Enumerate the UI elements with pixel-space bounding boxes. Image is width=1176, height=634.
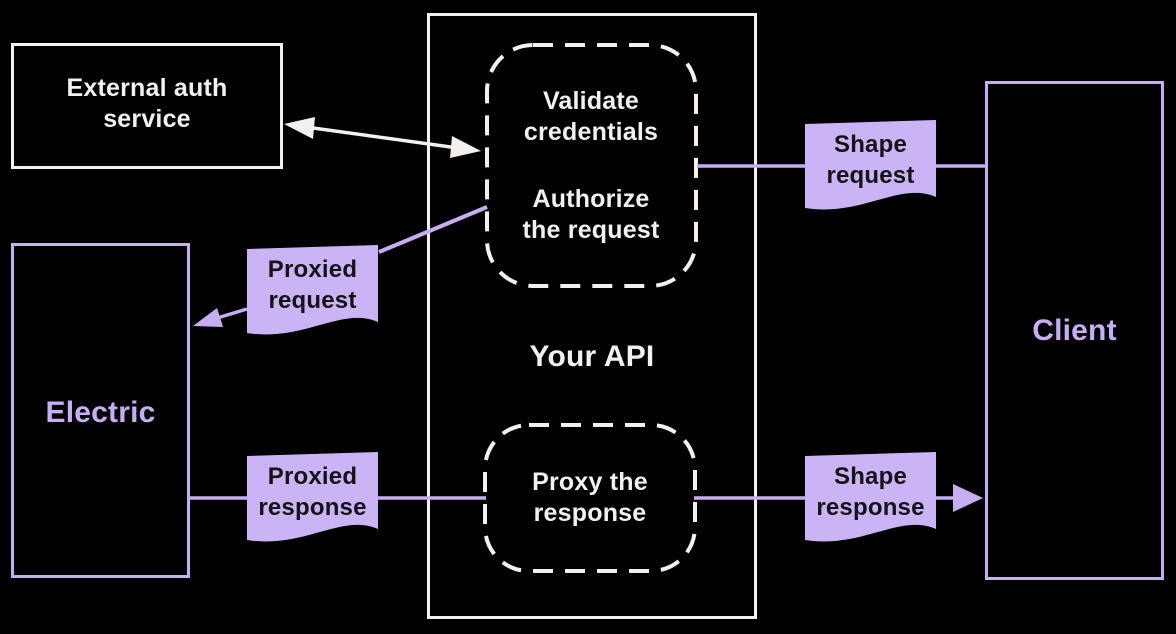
shape-request-label: Shape request — [826, 131, 915, 189]
arrowhead-to-client-icon — [953, 484, 983, 512]
your-api-box — [427, 13, 757, 619]
shape-response-label: Shape response — [816, 463, 925, 521]
proxied-response-label: Proxied response — [258, 463, 367, 521]
shape-response-doc — [805, 452, 936, 542]
external-auth-label: External auth service — [66, 74, 228, 133]
proxied-response-doc — [247, 452, 378, 542]
validate-authorize-dashed-box — [485, 43, 698, 288]
arrowhead-left-icon — [284, 117, 315, 139]
proxy-response-label: Proxy the response — [532, 468, 648, 527]
electric-box — [11, 243, 190, 578]
your-api-label: Your API — [529, 340, 655, 373]
line-authorize-to-proxied-request — [378, 205, 488, 254]
shape-request-doc — [805, 120, 936, 210]
electric-label: Electric — [45, 396, 156, 429]
arrowhead-to-electric-icon — [193, 308, 223, 327]
client-box — [985, 81, 1164, 580]
external-auth-box — [11, 43, 283, 169]
authorize-request-label: Authorize the request — [522, 185, 660, 244]
proxied-request-arrow — [193, 307, 248, 327]
validate-credentials-label: Validate credentials — [523, 87, 659, 146]
proxied-request-doc — [247, 245, 378, 335]
auth-bidirectional-arrow — [284, 117, 481, 158]
proxied-request-label: Proxied request — [267, 256, 358, 314]
client-label: Client — [1032, 314, 1117, 347]
arrowhead-right-icon — [450, 136, 481, 158]
